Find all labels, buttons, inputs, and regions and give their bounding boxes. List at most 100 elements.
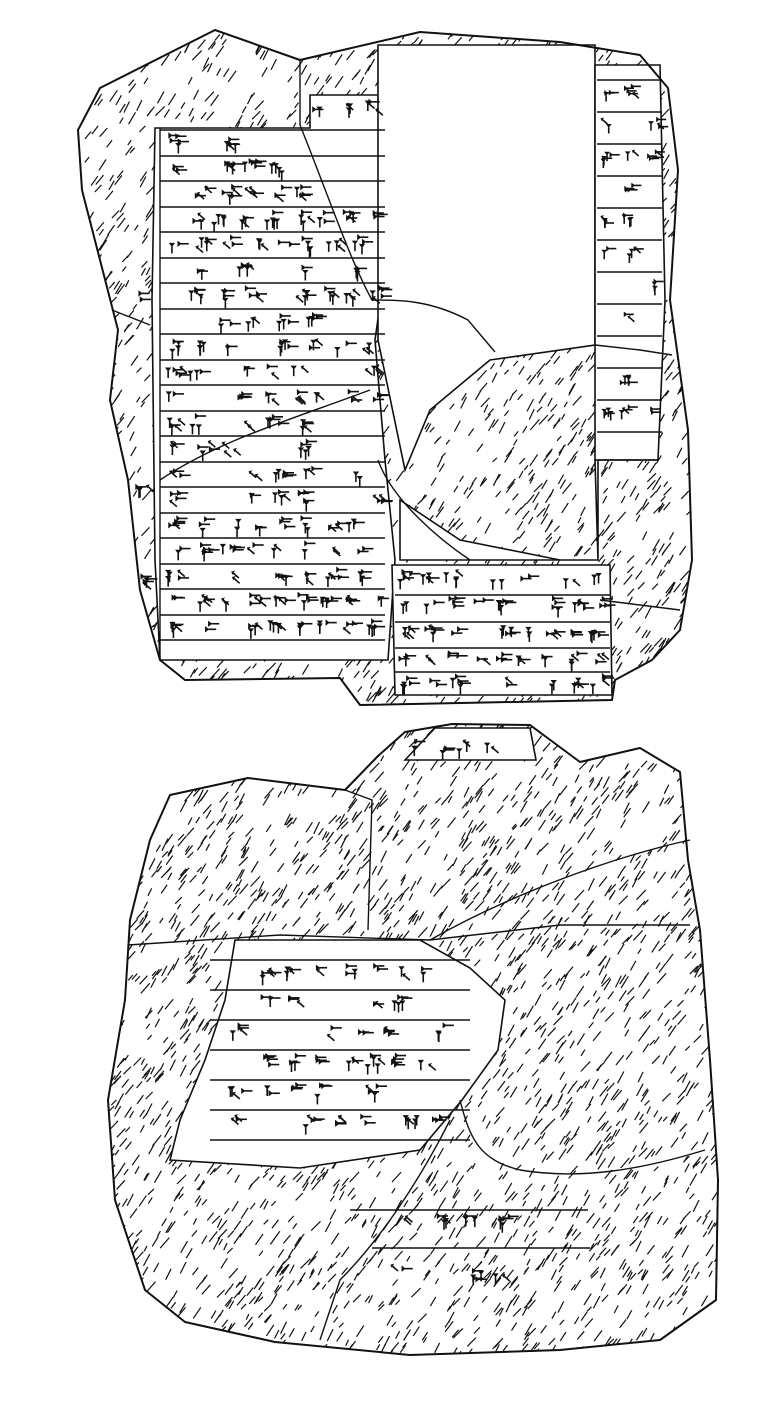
hatch-stroke <box>675 264 684 277</box>
hatch-stroke <box>119 412 125 421</box>
hatch-stroke <box>264 15 268 20</box>
hatch-stroke <box>224 30 230 33</box>
hatch-stroke <box>655 455 662 464</box>
hatch-stroke <box>539 842 549 852</box>
hatch-stroke <box>156 1230 161 1237</box>
hatch-stroke <box>453 485 459 493</box>
hatch-stroke <box>342 40 348 49</box>
hatch-stroke <box>566 1144 574 1154</box>
hatch-stroke <box>596 1239 601 1246</box>
hatch-stroke <box>543 968 553 979</box>
hatch-stroke <box>453 36 463 46</box>
hatch-stroke <box>332 750 341 758</box>
hatch-stroke <box>524 1266 530 1273</box>
hatch-stroke <box>270 1200 277 1207</box>
hatch-stroke <box>159 774 169 785</box>
hatch-stroke <box>548 541 556 553</box>
hatch-stroke <box>485 761 493 771</box>
hatch-stroke <box>142 1063 148 1072</box>
hatch-stroke <box>692 1199 700 1212</box>
hatch-stroke <box>706 983 714 992</box>
hatch-stroke <box>90 626 96 634</box>
hatch-stroke <box>672 97 682 110</box>
hatch-stroke <box>202 760 210 771</box>
hatch-stroke <box>391 1171 402 1183</box>
hatch-stroke <box>99 363 106 372</box>
hatch-stroke <box>136 1094 144 1105</box>
hatch-stroke <box>122 901 128 909</box>
hatch-stroke <box>599 38 608 47</box>
hatch-stroke <box>79 30 89 36</box>
hatch-stroke <box>653 1166 659 1172</box>
hatch-stroke <box>130 13 137 24</box>
hatch-stroke <box>512 389 518 395</box>
hatch-stroke <box>135 842 145 856</box>
hatch-stroke <box>113 1291 121 1302</box>
hatch-stroke <box>659 413 665 422</box>
hatch-stroke <box>540 513 549 525</box>
hatch-stroke <box>386 1314 394 1326</box>
hatch-stroke <box>168 17 173 26</box>
hatch-stroke <box>640 934 647 944</box>
hatch-stroke <box>144 275 151 282</box>
hatch-stroke <box>388 657 394 664</box>
hatch-stroke <box>474 695 484 705</box>
hatch-stroke <box>100 321 106 330</box>
hatch-stroke <box>222 670 230 678</box>
hatch-stroke <box>452 857 458 867</box>
hatch-stroke <box>448 518 455 527</box>
hatch-stroke <box>556 535 562 544</box>
hatch-stroke <box>151 1236 159 1247</box>
hatch-stroke <box>545 359 551 366</box>
hatch-stroke <box>564 917 570 923</box>
hatch-stroke <box>534 1136 542 1145</box>
hatch-stroke <box>132 589 139 599</box>
hatch-stroke <box>536 507 546 518</box>
hatch-stroke <box>641 1342 649 1350</box>
hatch-stroke <box>352 1293 362 1303</box>
hatch-stroke <box>613 1203 621 1213</box>
hatch-stroke <box>81 535 90 546</box>
hatch-stroke <box>512 967 522 981</box>
hatch-stroke <box>315 750 322 757</box>
hatch-stroke <box>585 354 592 363</box>
hatch-stroke <box>663 999 673 1009</box>
hatch-stroke <box>191 903 201 914</box>
hatch-stroke <box>667 1025 673 1031</box>
hatch-stroke <box>528 774 537 786</box>
hatch-stroke <box>319 724 325 725</box>
hatch-stroke <box>448 1227 456 1240</box>
hatch-stroke <box>268 1174 275 1181</box>
hatch-stroke <box>715 926 718 934</box>
hatch-stroke <box>220 849 227 858</box>
hatch-stroke <box>653 637 663 647</box>
hatch-stroke <box>552 417 561 429</box>
hatch-stroke <box>528 1220 535 1228</box>
hatch-stroke <box>174 50 182 62</box>
hatch-stroke <box>446 1161 452 1168</box>
hatch-stroke <box>449 775 458 787</box>
hatch-stroke <box>219 791 229 803</box>
hatch-stroke <box>78 351 84 358</box>
hatch-stroke <box>130 657 137 668</box>
hatch-stroke <box>174 896 183 905</box>
hatch-stroke <box>204 964 210 972</box>
hatch-stroke <box>169 1206 174 1213</box>
hatch-stroke <box>680 490 690 500</box>
hatch-stroke <box>180 660 185 667</box>
hatch-stroke <box>78 198 84 205</box>
hatch-stroke <box>343 849 351 860</box>
hatch-stroke <box>115 727 125 737</box>
hatch-stroke <box>162 1036 169 1044</box>
hatch-stroke <box>377 686 382 695</box>
hatch-stroke <box>656 972 667 984</box>
hatch-stroke <box>492 1068 501 1079</box>
hatch-stroke <box>430 759 439 771</box>
hatch-stroke <box>198 1018 205 1028</box>
hatch-stroke <box>471 824 478 834</box>
hatch-stroke <box>172 758 178 766</box>
hatch-stroke <box>522 1192 530 1200</box>
hatch-stroke <box>445 439 451 445</box>
hatch-stroke <box>112 562 122 576</box>
hatch-stroke <box>702 1231 708 1238</box>
